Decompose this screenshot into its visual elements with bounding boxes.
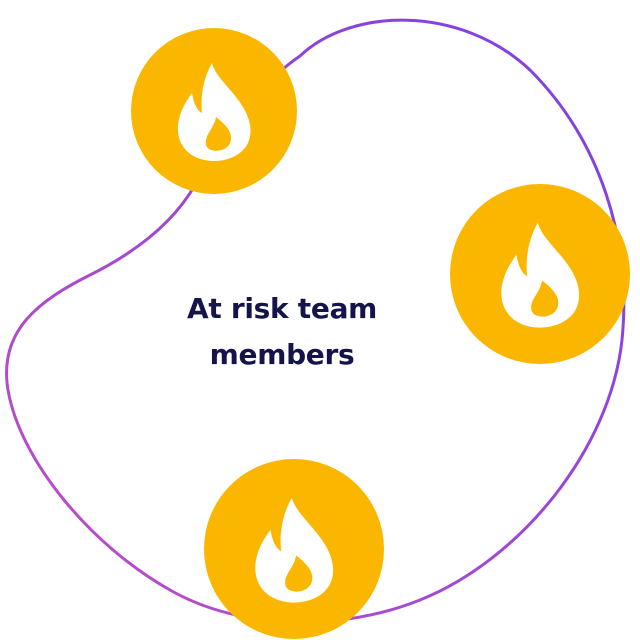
center-label: At risk team members (150, 286, 414, 378)
label-line-2: members (209, 338, 355, 371)
flame-badge-bottom (204, 459, 384, 639)
flame-icon (495, 218, 585, 330)
flame-badge-top (131, 28, 297, 194)
label-line-1: At risk team (186, 292, 378, 325)
flame-icon (249, 493, 339, 605)
flame-icon (172, 59, 256, 163)
flame-badge-right (450, 184, 630, 364)
